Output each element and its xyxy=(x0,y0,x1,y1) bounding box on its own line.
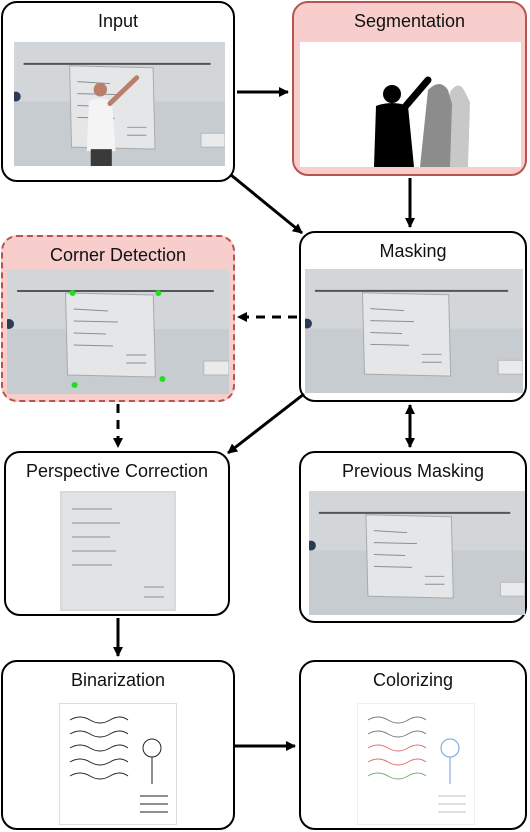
node-binarization-title: Binarization xyxy=(70,670,166,690)
corner-point xyxy=(155,290,162,296)
node-colorizing-title: Colorizing xyxy=(372,670,454,690)
edge-masking-perspective xyxy=(227,392,305,455)
perspective-corrected-photo xyxy=(60,491,176,611)
node-previous-masking-title: Previous Masking xyxy=(341,461,485,481)
corner-point xyxy=(69,290,76,296)
node-corner-detection: Corner Detection xyxy=(1,235,235,402)
person-figure xyxy=(86,75,140,166)
corner-point xyxy=(71,382,78,388)
node-perspective-correction: Perspective Correction xyxy=(4,451,230,616)
node-masking: Masking xyxy=(299,231,527,402)
input-photo xyxy=(14,42,225,166)
node-segmentation-title: Segmentation xyxy=(353,11,466,31)
colorized-image xyxy=(357,703,475,825)
node-colorizing: Colorizing xyxy=(299,660,527,830)
node-binarization: Binarization xyxy=(1,660,235,830)
node-input: Input xyxy=(1,1,235,182)
node-corner-detection-title: Corner Detection xyxy=(49,245,187,265)
segmentation-mask-image xyxy=(300,42,521,167)
node-previous-masking: Previous Masking xyxy=(299,451,527,623)
binarized-image xyxy=(59,703,177,825)
node-perspective-correction-title: Perspective Correction xyxy=(25,461,209,481)
corner-detection-photo xyxy=(7,269,229,394)
node-masking-title: Masking xyxy=(379,241,447,261)
edge-input-masking xyxy=(230,173,303,235)
node-input-title: Input xyxy=(97,11,139,31)
corner-point xyxy=(159,376,166,382)
node-segmentation: Segmentation xyxy=(292,1,527,176)
